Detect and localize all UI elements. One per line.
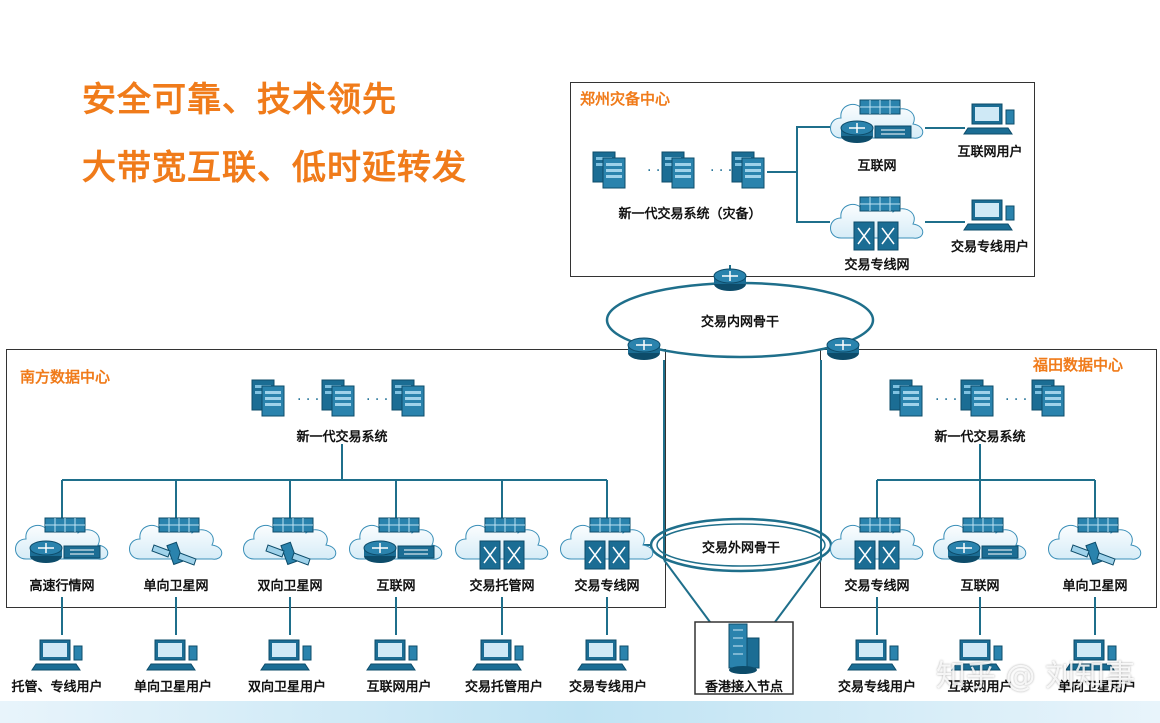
zhengzhou-links [729, 126, 965, 290]
south-network-label-4: 互联网 [376, 579, 416, 594]
south-user-pc-5 [472, 639, 524, 671]
svg-text:· · ·: · · · [1005, 392, 1027, 408]
zhengzhou-center-title: 郑州灾备中心 [580, 90, 671, 108]
futian-user-label-1: 交易专线用户 [837, 680, 917, 695]
futian-cloud-3 [1048, 517, 1142, 566]
south-server-group: · · · · · · [251, 379, 425, 417]
svg-text:· · ·: · · · [710, 163, 732, 179]
futian-network-label-1: 交易专线网 [844, 579, 910, 594]
zhengzhou-dedicated-label: 交易专线网 [844, 258, 910, 273]
headline-line2: 大带宽互联、低时延转发 [82, 148, 467, 188]
inner-backbone-router-right [826, 337, 860, 361]
bottom-decor-band [0, 701, 1160, 723]
south-cloud-3 [243, 517, 337, 566]
futian-system-label: 新一代交易系统 [934, 430, 1026, 445]
zhengzhou-dedicated-user-label: 交易专线用户 [950, 240, 1030, 255]
south-user-label-2: 单向卫星用户 [133, 680, 213, 695]
zhengzhou-dedicated-cloud [830, 196, 924, 251]
south-system-label: 新一代交易系统 [296, 430, 388, 445]
zhengzhou-center-box [570, 82, 1035, 277]
futian-user-pc-1 [847, 639, 899, 671]
south-cloud-1 [15, 517, 109, 564]
south-network-label-3: 双向卫星网 [257, 579, 323, 594]
futian-network-label-3: 单向卫星网 [1062, 579, 1128, 594]
south-user-pc-6 [577, 639, 629, 671]
svg-text:· · ·: · · · [297, 392, 319, 408]
south-cloud-6 [560, 517, 654, 570]
svg-text:· · ·: · · · [647, 163, 669, 179]
backbone-links [630, 360, 860, 623]
zhengzhou-internet-user-label: 互联网用户 [957, 145, 1023, 160]
zhengzhou-internet-user-pc [963, 103, 1015, 135]
south-network-label-1: 高速行情网 [29, 579, 95, 594]
futian-user-label-2: 互联网用户 [947, 680, 1013, 695]
futian-network-label-2: 互联网 [960, 579, 1000, 594]
zhengzhou-internet-label: 互联网 [857, 159, 897, 174]
zhengzhou-internet-cloud [830, 99, 924, 144]
south-user-label-3: 双向卫星用户 [247, 680, 327, 695]
south-user-pc-2 [146, 639, 198, 671]
south-center-title: 南方数据中心 [20, 368, 111, 386]
svg-text:· · ·: · · · [935, 392, 957, 408]
zhengzhou-system-label: 新一代交易系统（灾备） [618, 207, 762, 222]
outer-backbone-label: 交易外网骨干 [701, 541, 781, 556]
south-user-pc-4 [366, 639, 418, 671]
futian-center-title: 福田数据中心 [1033, 356, 1124, 374]
inner-backbone-label: 交易内网骨干 [700, 315, 780, 330]
south-user-label-1: 托管、专线用户 [11, 680, 103, 695]
south-network-label-6: 交易专线网 [574, 579, 640, 594]
south-user-label-4: 互联网用户 [366, 680, 432, 695]
south-center-box [6, 349, 666, 608]
zhengzhou-server-group: · · · · · · [592, 151, 765, 189]
south-network-label-5: 交易托管网 [469, 579, 535, 594]
south-cloud-2 [129, 517, 223, 566]
south-user-label-6: 交易专线用户 [568, 680, 648, 695]
svg-text:· · ·: · · · [366, 392, 388, 408]
south-user-label-5: 交易托管用户 [464, 680, 544, 695]
futian-cloud-1 [830, 517, 924, 570]
futian-user-label-3: 单向卫星用户 [1057, 680, 1137, 695]
south-user-pc-1 [31, 639, 83, 671]
futian-server-group: · · · · · · [889, 379, 1065, 417]
inner-backbone-router-top [713, 268, 747, 292]
futian-cloud-2 [933, 517, 1027, 564]
south-cloud-4 [349, 517, 443, 564]
hongkong-node-label: 香港接入节点 [704, 680, 784, 695]
inner-backbone-router-left [627, 337, 661, 361]
headline-line1: 安全可靠、技术领先 [82, 80, 397, 120]
south-user-pc-3 [260, 639, 312, 671]
zhengzhou-dedicated-user-pc [963, 199, 1015, 231]
south-cloud-5 [455, 517, 549, 570]
south-network-label-2: 单向卫星网 [143, 579, 209, 594]
south-bus [61, 444, 608, 635]
futian-bus [876, 444, 1096, 635]
watermark: 知乎 @ 刘知事 [935, 659, 1135, 694]
